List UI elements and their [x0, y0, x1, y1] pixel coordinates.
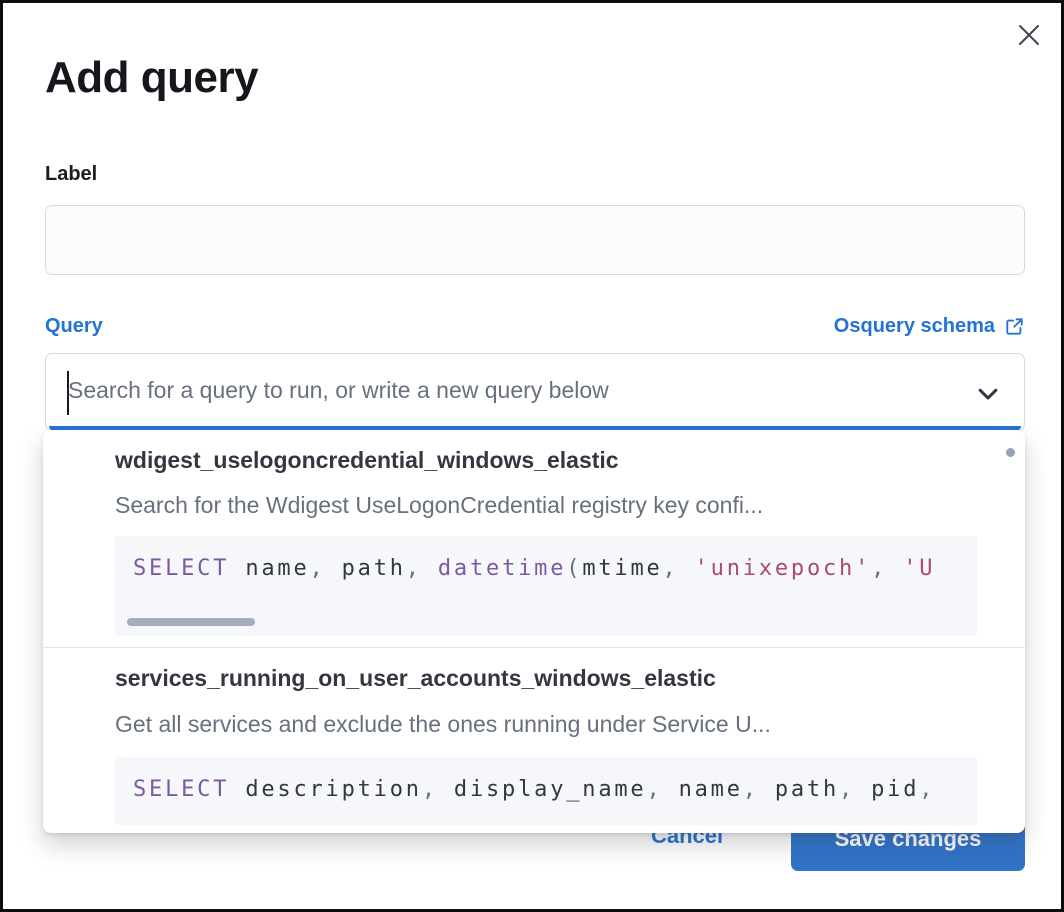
sql-code-line: SELECT name, path, datetime(mtime, 'unix…: [133, 556, 936, 581]
close-button[interactable]: [1011, 17, 1047, 53]
query-suggestions-dropdown: wdigest_uselogoncredential_windows_elast…: [43, 430, 1025, 833]
osquery-schema-link-label: Osquery schema: [833, 315, 995, 337]
query-code-preview: SELECT description, display_name, name, …: [115, 757, 977, 825]
close-icon: [1019, 25, 1039, 45]
query-option-description: Get all services and exclude the ones ru…: [115, 711, 771, 737]
query-option-title: wdigest_uselogoncredential_windows_elast…: [115, 447, 619, 473]
query-code-preview: SELECT name, path, datetime(mtime, 'unix…: [115, 536, 977, 636]
option-divider: [43, 647, 1025, 648]
vertical-scrollbar-thumb[interactable]: [1006, 448, 1015, 457]
modal-title: Add query: [45, 53, 259, 102]
horizontal-scrollbar-thumb[interactable]: [127, 618, 255, 626]
query-combobox[interactable]: [45, 353, 1025, 431]
focus-underline: [49, 426, 1021, 431]
external-link-icon: [1006, 318, 1023, 335]
label-field-label: Label: [45, 163, 98, 185]
chevron-down-icon[interactable]: [974, 380, 1002, 408]
query-field-header: Query Osquery schema: [45, 315, 1025, 338]
osquery-schema-link[interactable]: Osquery schema: [834, 315, 1025, 338]
query-option-title: services_running_on_user_accounts_window…: [115, 665, 716, 691]
sql-code-line: SELECT description, display_name, name, …: [133, 777, 936, 802]
query-field-label: Query: [45, 315, 103, 337]
query-search-input[interactable]: [68, 360, 954, 420]
label-input[interactable]: [45, 205, 1025, 275]
query-option-description: Search for the Wdigest UseLogonCredentia…: [115, 492, 764, 518]
